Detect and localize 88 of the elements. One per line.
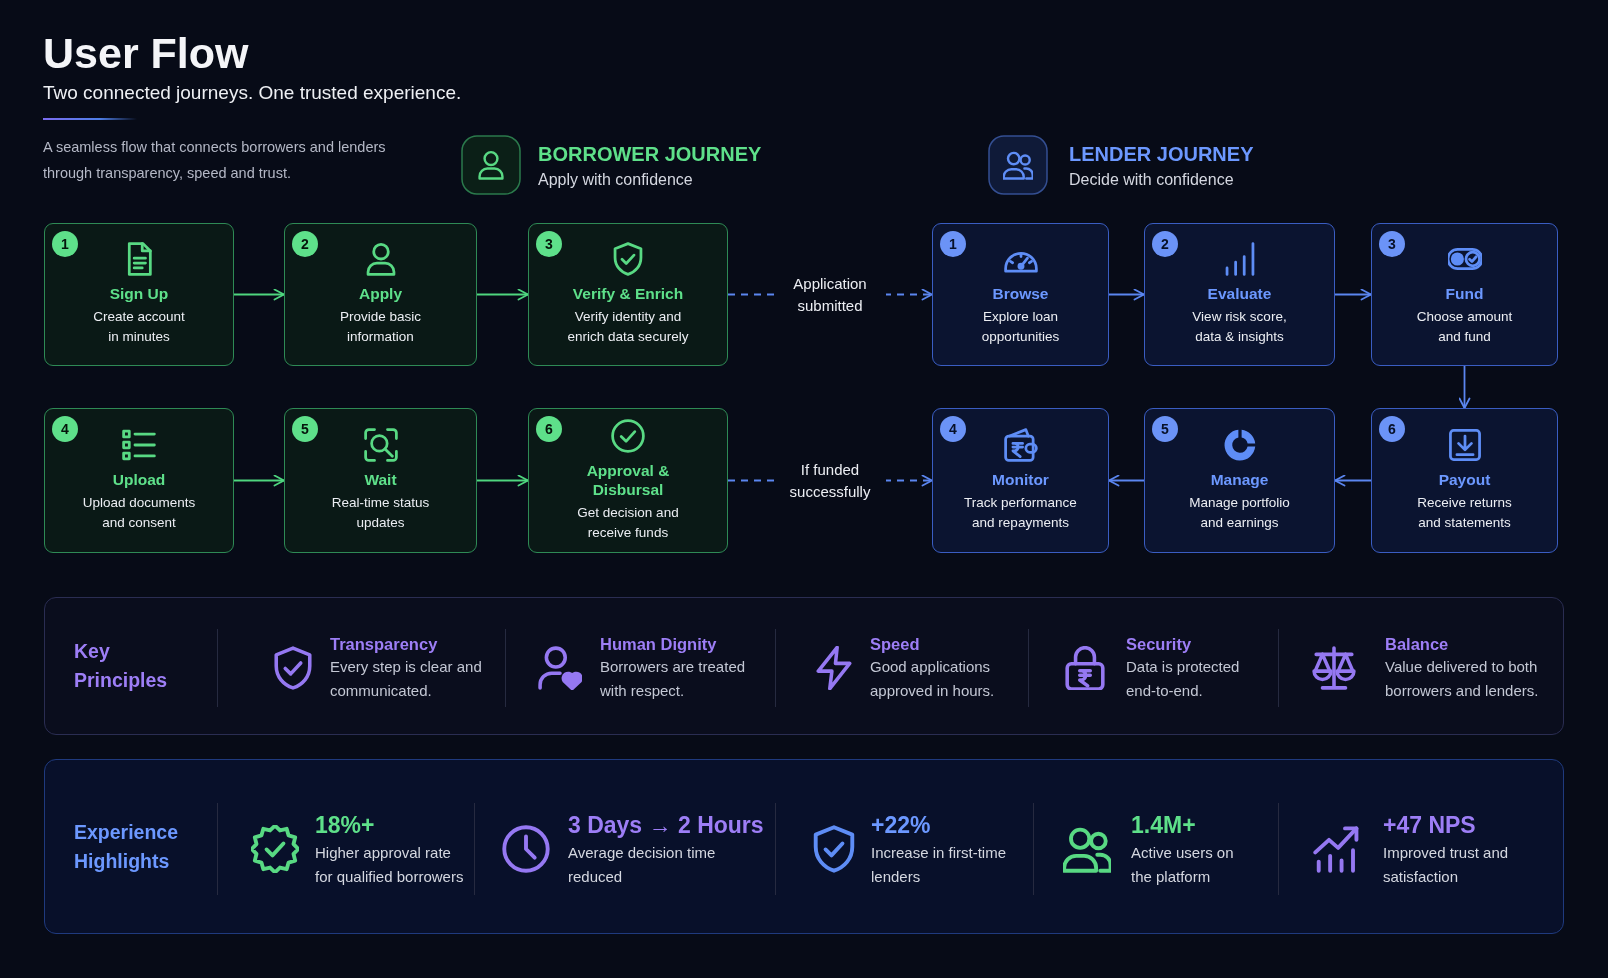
step-card — [1371, 223, 1558, 366]
step-title: Evaluate — [1207, 284, 1272, 303]
step-card — [528, 408, 728, 553]
stat-value: 3 Days → 2 Hours — [568, 811, 764, 840]
step-number: 4 — [52, 416, 78, 442]
stat-description: Average decision time reduced — [568, 843, 717, 887]
journey-heading: LENDER JOURNEY — [1069, 142, 1254, 166]
step-number: 3 — [1379, 231, 1405, 257]
step-description: Upload documents and consent — [81, 494, 197, 532]
step-title: Monitor — [992, 470, 1049, 489]
principle-title: Human Dignity — [600, 634, 718, 655]
step-title: Apply — [358, 284, 403, 303]
step-number: 1 — [52, 231, 78, 257]
intro-text: A seamless flow that connects borrowers and lenders through transparency, speed and trust. — [43, 138, 387, 183]
panel-heading: Key Principles — [74, 639, 169, 693]
stat-value: 18%+ — [315, 811, 376, 840]
panel-heading: Experience Highlights — [74, 819, 180, 874]
stat-value: 1.4M+ — [1131, 811, 1197, 840]
step-title: Upload — [112, 470, 166, 489]
principle-description: Value delivered to both borrowers and lenders. — [1385, 657, 1540, 701]
arrow — [233, 474, 285, 487]
arrow — [1458, 365, 1471, 409]
principle-title: Security — [1126, 634, 1193, 655]
principle-description: Borrowers are treated with respect. — [600, 657, 747, 701]
step-description: Choose amount and fund — [1415, 308, 1514, 346]
arrow — [476, 288, 529, 301]
stat-description: Improved trust and satisfaction — [1383, 843, 1510, 887]
step-title: Payout — [1438, 470, 1491, 489]
step-number: 3 — [536, 231, 562, 257]
journey-subheading: Apply with confidence — [538, 170, 693, 190]
step-description: Create account in minutes — [92, 308, 186, 346]
step-description: Track performance and repayments — [963, 494, 1078, 532]
step-card — [932, 223, 1109, 366]
arrow — [233, 288, 285, 301]
step-card — [1144, 408, 1335, 553]
step-card — [284, 223, 477, 366]
step-description: Real-time status updates — [330, 494, 431, 532]
step-number: 5 — [292, 416, 318, 442]
stat-description: Active users on the platform — [1131, 843, 1235, 887]
arrow — [1108, 474, 1145, 487]
step-title: Verify & Enrich — [572, 284, 684, 303]
step-card — [528, 223, 728, 366]
step-title: Fund — [1445, 284, 1484, 303]
arrow — [1108, 288, 1145, 301]
step-number: 6 — [1379, 416, 1405, 442]
step-title: Browse — [992, 284, 1049, 303]
step-description: Verify identity and enrich data securely — [566, 308, 690, 346]
page-title: User Flow — [43, 28, 249, 78]
arrow — [1334, 474, 1372, 487]
principle-title: Transparency — [330, 634, 439, 655]
principle-description: Good applications approved in hours. — [870, 657, 996, 701]
step-number: 2 — [292, 231, 318, 257]
step-title: Wait — [364, 470, 397, 489]
step-description: Get decision and receive funds — [576, 503, 680, 542]
step-card — [284, 408, 477, 553]
step-card — [1371, 408, 1558, 553]
highlights-panel — [44, 759, 1564, 934]
stat-description: Higher approval rate for qualified borrowers — [315, 843, 465, 887]
step-number: 5 — [1152, 416, 1178, 442]
stat-value: +47 NPS — [1383, 811, 1477, 840]
step-number: 6 — [536, 416, 562, 442]
principles-panel — [44, 597, 1564, 735]
stat-value: +22% — [871, 811, 932, 840]
step-description: Provide basic information — [338, 308, 422, 346]
step-title: Sign Up — [109, 284, 169, 303]
principle-title: Speed — [870, 634, 921, 655]
step-description: Receive returns and statements — [1416, 494, 1513, 532]
step-number: 2 — [1152, 231, 1178, 257]
journey-subheading: Decide with confidence — [1069, 170, 1234, 190]
arrow — [1334, 288, 1372, 301]
step-number: 4 — [940, 416, 966, 442]
arrow — [476, 474, 529, 487]
step-card — [932, 408, 1109, 553]
step-card — [44, 223, 234, 366]
step-title: Approval & Disbursal — [585, 460, 671, 499]
step-description: Explore loan opportunities — [980, 308, 1061, 346]
step-card — [1144, 223, 1335, 366]
step-number: 1 — [940, 231, 966, 257]
subtitle: Two connected journeys. One trusted experience. — [43, 81, 462, 105]
principle-description: Every step is clear and communicated. — [330, 657, 483, 701]
principle-description: Data is protected end-to-end. — [1126, 657, 1241, 701]
step-description: View risk score, data & insights — [1191, 308, 1288, 346]
step-card — [44, 408, 234, 553]
journey-heading: BORROWER JOURNEY — [538, 142, 762, 166]
principle-title: Balance — [1385, 634, 1450, 655]
step-title: Manage — [1210, 470, 1269, 489]
stat-description: Increase in first-time lenders — [871, 843, 1008, 887]
step-description: Manage portfolio and earnings — [1188, 494, 1291, 532]
